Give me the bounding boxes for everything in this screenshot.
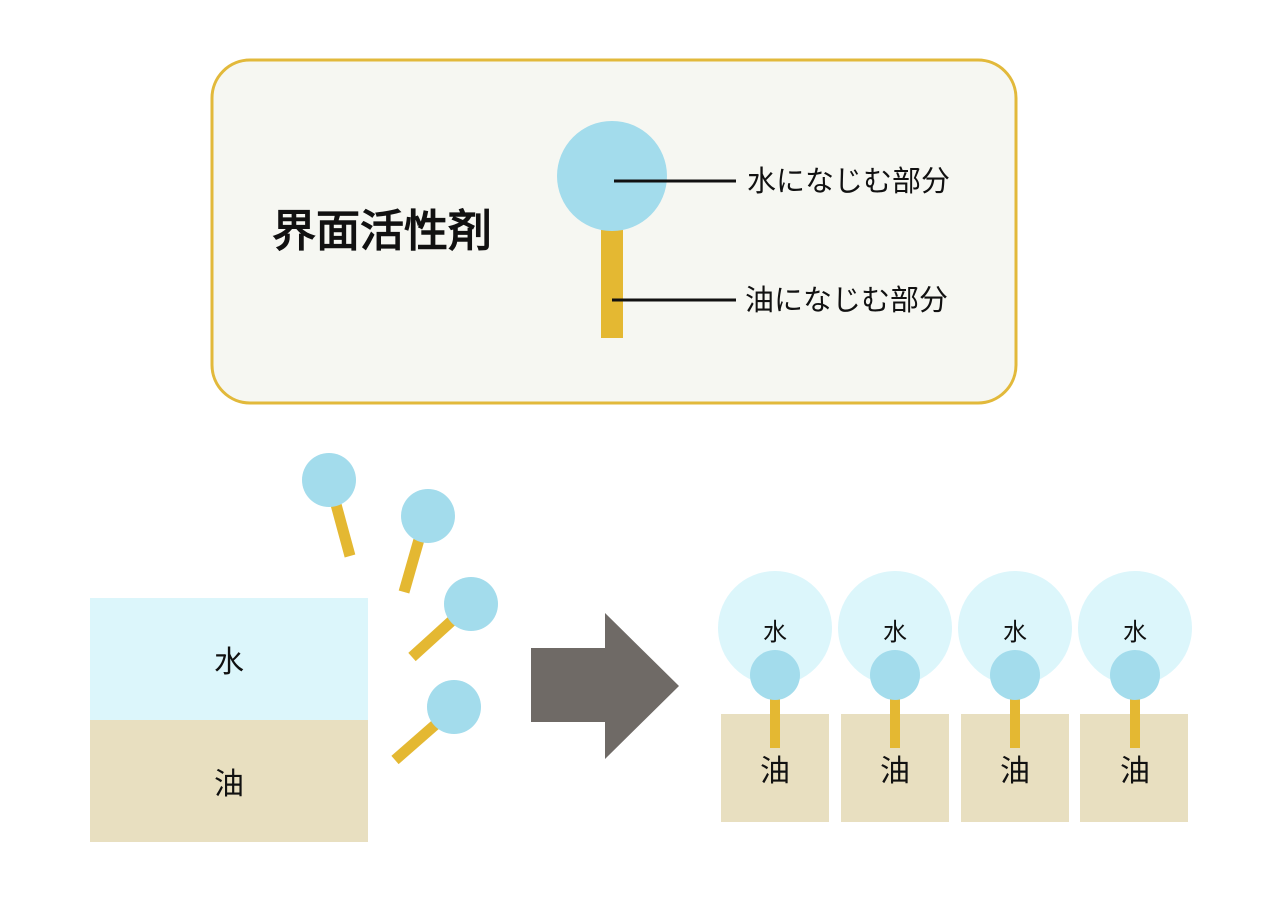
- floating-molecule: [408, 577, 498, 662]
- legend-molecule-tail: [601, 225, 623, 338]
- legend-title: 界面活性剤: [272, 206, 492, 257]
- emulsion-unit: 水 油: [718, 571, 832, 822]
- legend-molecule-head: [557, 121, 667, 231]
- molecule-head: [990, 650, 1040, 700]
- floating-molecules: [302, 453, 498, 765]
- unit-water-label: 水: [763, 618, 787, 646]
- water-droplet: [958, 571, 1072, 685]
- floating-molecule: [391, 680, 481, 765]
- floating-molecule: [398, 489, 455, 594]
- emulsion-unit: 水 油: [958, 571, 1072, 822]
- water-part-label: 水になじむ部分: [747, 164, 950, 198]
- emulsion-unit: 水 油: [1078, 571, 1192, 822]
- floating-molecule-head: [444, 577, 498, 631]
- unit-water-label: 水: [883, 618, 907, 646]
- right-arrow-icon: [531, 613, 679, 759]
- molecule-head: [1110, 650, 1160, 700]
- molecule-tail: [1010, 696, 1020, 748]
- unit-water-label: 水: [1003, 618, 1027, 646]
- water-droplet: [838, 571, 952, 685]
- water-droplet: [1078, 571, 1192, 685]
- molecule-tail: [890, 696, 900, 748]
- transition-arrow: [531, 613, 679, 759]
- legend-panel: 界面活性剤 水になじむ部分 油になじむ部分: [210, 58, 1018, 405]
- unit-oil-label: 油: [1120, 754, 1150, 789]
- molecule-head: [750, 650, 800, 700]
- floating-molecule-head: [427, 680, 481, 734]
- floating-molecule-head: [401, 489, 455, 543]
- emulsion-unit: 水 油: [838, 571, 952, 822]
- oil-part-label: 油になじむ部分: [745, 283, 948, 317]
- oil-layer: [90, 720, 368, 842]
- oil-layer-label: 油: [214, 767, 244, 802]
- unit-oil-label: 油: [1000, 754, 1030, 789]
- molecule-tail: [770, 696, 780, 748]
- after-state: 水 油 水 油 水 油 水 油: [718, 571, 1192, 822]
- floating-molecule-head: [302, 453, 356, 507]
- molecule-tail: [1130, 696, 1140, 748]
- unit-oil-label: 油: [760, 754, 790, 789]
- before-state: 水 油: [90, 598, 368, 842]
- unit-water-label: 水: [1123, 618, 1147, 646]
- water-layer: [90, 598, 368, 720]
- water-droplet: [718, 571, 832, 685]
- legend-surfactant-molecule: [557, 121, 667, 338]
- molecule-head: [870, 650, 920, 700]
- unit-oil-label: 油: [880, 754, 910, 789]
- water-layer-label: 水: [214, 645, 244, 680]
- floating-molecule: [302, 453, 356, 558]
